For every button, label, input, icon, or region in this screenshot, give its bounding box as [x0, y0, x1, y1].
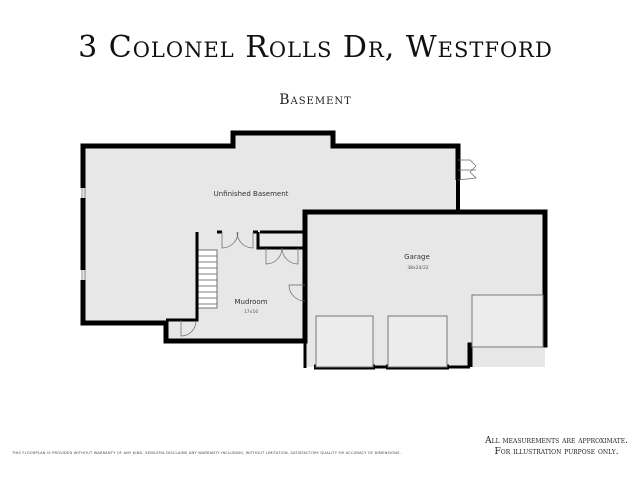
stairs [196, 249, 218, 309]
room-label-garage: Garage [404, 253, 430, 261]
room-label-unfinished-basement: Unfinished Basement [214, 190, 289, 198]
note-line-2: For illustration purpose only. [494, 447, 619, 457]
interior-walls [166, 230, 305, 322]
note-line-1: All measurements are approximate. [485, 436, 628, 446]
garage-doors [315, 294, 544, 368]
level-label: Basement [279, 92, 352, 108]
basement-fill [83, 133, 458, 341]
floorplan-title: 3 Colonel Rolls Dr, Westford [78, 30, 553, 65]
measurement-note: All measurements are approximate. For il… [485, 436, 628, 458]
door-swings [180, 159, 477, 337]
disclaimer-text: THIS FLOORPLAN IS PROVIDED WITHOUT WARRA… [12, 451, 401, 455]
windows [81, 188, 86, 280]
room-dims-mudroom: 17x16 [244, 309, 258, 315]
room-label-mudroom: Mudroom [234, 298, 267, 306]
room-dims-garage: 38x24/22 [407, 265, 428, 271]
